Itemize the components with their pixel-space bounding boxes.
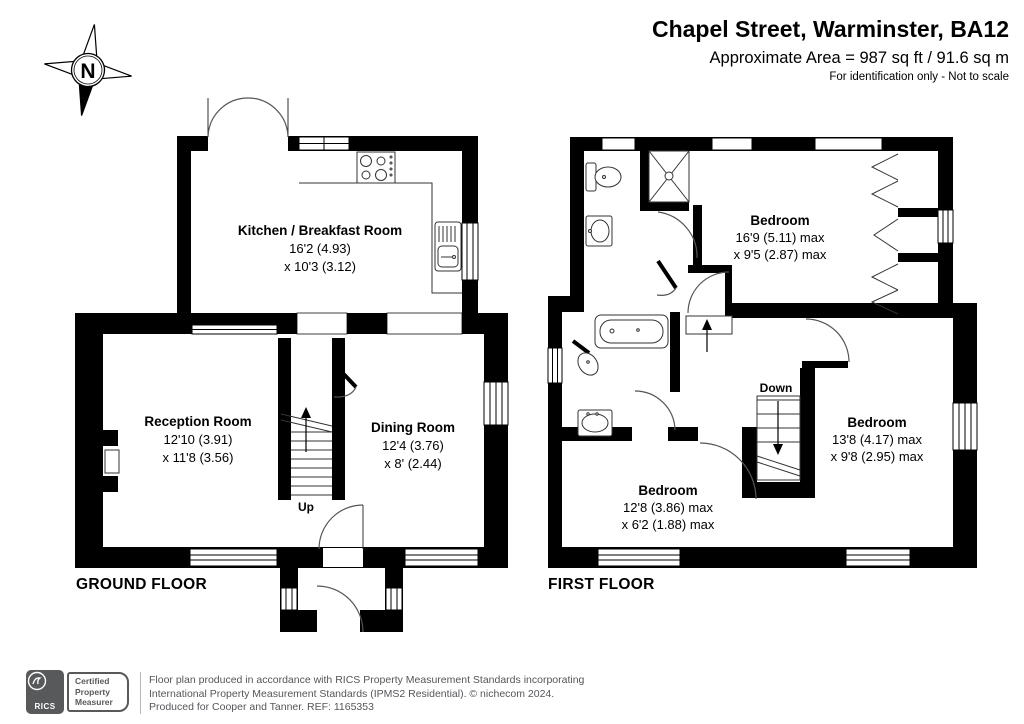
- porch: [280, 568, 403, 633]
- rics-certified-badge: RICS Certified Property Measurer: [26, 670, 129, 714]
- ground-floor-label: GROUND FLOOR: [76, 576, 208, 593]
- porch-window: [280, 587, 298, 611]
- wardrobe-doors: [870, 153, 899, 315]
- certified-property-measurer-label: Certified Property Measurer: [67, 672, 129, 712]
- toilet: [571, 339, 599, 376]
- bedroom-window: [601, 137, 636, 151]
- bedroom-window: [711, 137, 753, 151]
- room-label-bedroom-2: Bedroom 13'8 (4.17) max x 9'8 (2.95) max: [830, 415, 924, 464]
- bedroom-window: [597, 548, 681, 567]
- room-label-bedroom-3: Bedroom 12'8 (3.86) max x 6'2 (1.88) max: [621, 483, 715, 532]
- shower-room-door-arc: [657, 211, 698, 259]
- first-floor-plan: [547, 137, 978, 568]
- bedroom-window: [845, 548, 911, 567]
- kitchen-window: [298, 136, 350, 151]
- landing-door-arc: [656, 259, 678, 296]
- bathroom-door-arc: [634, 390, 676, 431]
- porch-window: [385, 587, 403, 611]
- room-label-bedroom-1: Bedroom 16'9 (5.11) max x 9'5 (2.87) max: [733, 213, 827, 262]
- disclaimer: For identification only - Not to scale: [829, 71, 1009, 83]
- kitchen-side-window: [461, 222, 479, 281]
- dining-window: [404, 548, 479, 567]
- hall-door-arc: [333, 364, 358, 398]
- shower: [648, 150, 690, 203]
- bath: [594, 314, 669, 349]
- stairs-down: [756, 395, 801, 481]
- room-label-reception: Reception Room 12'10 (3.91) x 11'8 (3.56…: [144, 414, 252, 465]
- hand-basin: [585, 215, 613, 247]
- bedroom-door-arc: [699, 442, 757, 500]
- toilet: [585, 162, 622, 192]
- stairs-up: [280, 407, 333, 496]
- room-label-kitchen: Kitchen / Breakfast Room 16'2 (4.93) x 1…: [237, 223, 403, 274]
- ground-floor-plan: [75, 97, 509, 633]
- stair-landing-step: [685, 315, 733, 352]
- compass-icon: N: [44, 24, 132, 116]
- rics-lion-icon: [27, 671, 47, 691]
- kitchen-sink: [434, 221, 462, 272]
- porch-door-arc: [316, 585, 364, 633]
- footer-disclaimer: Floor plan produced in accordance with R…: [149, 674, 585, 713]
- room-label-dining: Dining Room 12'4 (3.76) x 8' (2.44): [371, 420, 455, 471]
- bedroom-side-window: [937, 209, 954, 244]
- stairs-up-label: Up: [298, 500, 314, 514]
- fireplace: [103, 430, 120, 492]
- hand-basin: [577, 409, 613, 437]
- bedroom-door-arc: [805, 318, 850, 363]
- bedroom-door-arc: [687, 271, 731, 314]
- stairs-down-label: Down: [759, 381, 793, 395]
- first-floor-label: FIRST FLOOR: [548, 576, 655, 593]
- bedroom-side-window: [952, 402, 978, 451]
- double-doors-arc: [207, 97, 289, 138]
- reception-window: [189, 548, 278, 567]
- compass-north-letter: N: [80, 60, 95, 83]
- front-door-arc: [318, 504, 364, 550]
- internal-window: [191, 324, 278, 335]
- approximate-area: Approximate Area = 987 sq ft / 91.6 sq m: [709, 49, 1009, 67]
- page-title: Chapel Street, Warminster, BA12: [651, 16, 1009, 42]
- bedroom-window: [814, 137, 883, 151]
- dining-side-window: [483, 381, 509, 426]
- footer-divider: [140, 672, 141, 714]
- rics-logo-icon: RICS: [26, 670, 64, 714]
- hob: [356, 151, 396, 184]
- bathroom-window: [547, 347, 563, 384]
